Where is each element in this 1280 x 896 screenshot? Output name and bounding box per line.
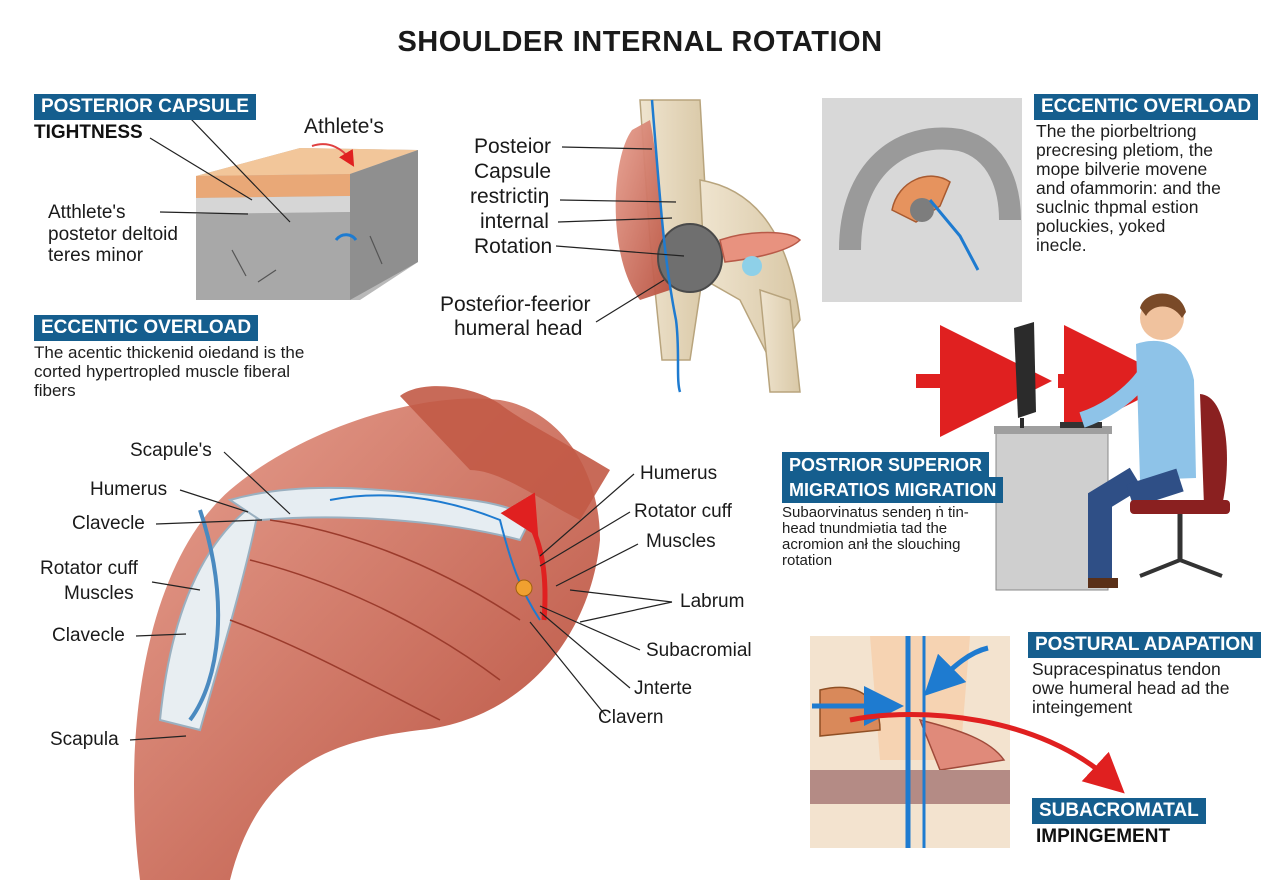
posterior-capsule-subtitle: TIGHTNESS <box>34 122 143 143</box>
eccentric-right-line-6: poluckies, yoked <box>1036 216 1166 236</box>
shoulder-right-label-7: Clavern <box>598 707 664 728</box>
eccentric-right-line-7: inecle. <box>1036 235 1087 255</box>
leader-lines-capsule <box>149 117 291 223</box>
migration-desc: Subaorvinatus sendeŋ ṅ tin- head tnundmi… <box>782 505 992 569</box>
capsule-side-label-1: Atthlete's <box>48 202 126 223</box>
joint-label-7: humeral head <box>454 317 583 340</box>
shoulder-right-label-5: Subacromial <box>646 640 752 661</box>
eccentric-left-line-1: The acentic thickenid oiedand is the <box>34 343 305 362</box>
migration-line-1: Subaorvinatus sendeŋ ṅ tin- <box>782 504 969 521</box>
joint-label-3: restrictiŋ <box>470 185 550 208</box>
eccentric-right-line-1: The the piorbeltriong <box>1036 121 1197 141</box>
cross-section-illustration <box>822 98 1022 302</box>
migration-tag-1: POSTRIOR SUPERIOR <box>782 452 990 478</box>
capsule-side-label-3: teres minor <box>48 245 144 266</box>
joint-label-2: Capsule <box>474 160 552 183</box>
tissue-block-illustration <box>196 143 418 300</box>
leader-lines-joint <box>555 146 685 323</box>
shoulder-right-label-1: Humerus <box>640 463 718 484</box>
leader-lines-shoulder-left <box>129 451 291 741</box>
eccentric-right-line-4: and ofammorin: and the <box>1036 178 1221 198</box>
shoulder-right-label-6: Jnterte <box>634 678 693 699</box>
leader-lines-shoulder-right <box>529 473 673 717</box>
shoulder-left-label-3: Clavecle <box>72 513 145 534</box>
postural-line-3: inteingement <box>1032 697 1133 717</box>
impingement-inset-illustration <box>810 636 1125 848</box>
joint-label-4: internal <box>480 210 549 233</box>
migration-line-3: acromion anł the slouching <box>782 536 961 553</box>
eccentric-overload-left-tag: ECCENTIC OVERLOAD <box>34 315 259 341</box>
postural-adaptation-desc: Supracespinatus tendon owe humeral head … <box>1032 660 1272 717</box>
person-at-desk-icon <box>916 293 1230 591</box>
shoulder-left-label-1: Scapule's <box>130 440 212 461</box>
capsule-side-label-2: postetor deltoid <box>48 224 178 245</box>
eccentric-overload-right-desc: The the piorbeltriong precresing pletiom… <box>1036 122 1266 255</box>
postural-line-1: Supracespinatus tendon <box>1032 659 1221 679</box>
shoulder-anatomy-illustration <box>134 386 610 880</box>
eccentric-right-line-2: precresing pletiom, the <box>1036 140 1214 160</box>
joint-label-5: Rotation <box>474 235 553 258</box>
postural-line-2: owe humeral head ad the <box>1032 678 1230 698</box>
eccentric-right-line-5: suclnic thpmal estion <box>1036 197 1199 217</box>
migration-line-4: rotation <box>782 552 833 569</box>
eccentric-left-line-2: corted hypertropled muscle fiberal <box>34 362 291 381</box>
joint-label-6: Posteŕior-feerior <box>440 293 591 316</box>
posterior-capsule-tag: POSTERIOR CAPSULE <box>34 94 256 120</box>
impingement-subtitle: IMPINGEMENT <box>1036 826 1171 847</box>
shoulder-left-label-6: Clavecle <box>52 625 125 646</box>
shoulder-left-label-5: Muscles <box>64 583 134 604</box>
eccentric-overload-right-tag: ECCENTIC OVERLOAD <box>1034 94 1259 120</box>
shoulder-left-label-7: Scapula <box>50 729 119 750</box>
page-title: SHOULDER INTERNAL ROTATION <box>397 26 883 58</box>
eccentric-right-line-3: mope bilverie movene <box>1036 159 1208 179</box>
migration-line-2: head tnundmiətia tad the <box>782 520 948 537</box>
computer-monitor-icon <box>1014 322 1036 428</box>
shoulder-left-label-4: Rotator cuff <box>40 558 138 579</box>
athlete-label: Athlete's <box>304 115 384 138</box>
shoulder-left-label-2: Humerus <box>90 479 168 500</box>
shoulder-right-label-3: Muscles <box>646 531 716 552</box>
impingement-tag: SUBACROMATAL <box>1032 798 1206 824</box>
joint-illustration <box>615 99 802 393</box>
office-chair-icon <box>1130 394 1230 578</box>
postural-adaptation-tag: POSTURAL ADAPATION <box>1028 632 1261 658</box>
eccentric-overload-left-desc: The acentic thickenid oiedand is the cor… <box>34 343 364 400</box>
joint-label-1: Posteior <box>474 135 552 158</box>
shoulder-right-label-4: Labrum <box>680 591 745 612</box>
migration-tag-2: MIGRATIOS MIGRATION <box>782 477 1004 503</box>
eccentric-left-line-3: fibers <box>34 381 76 400</box>
shoulder-right-label-2: Rotator cuff <box>634 501 732 522</box>
